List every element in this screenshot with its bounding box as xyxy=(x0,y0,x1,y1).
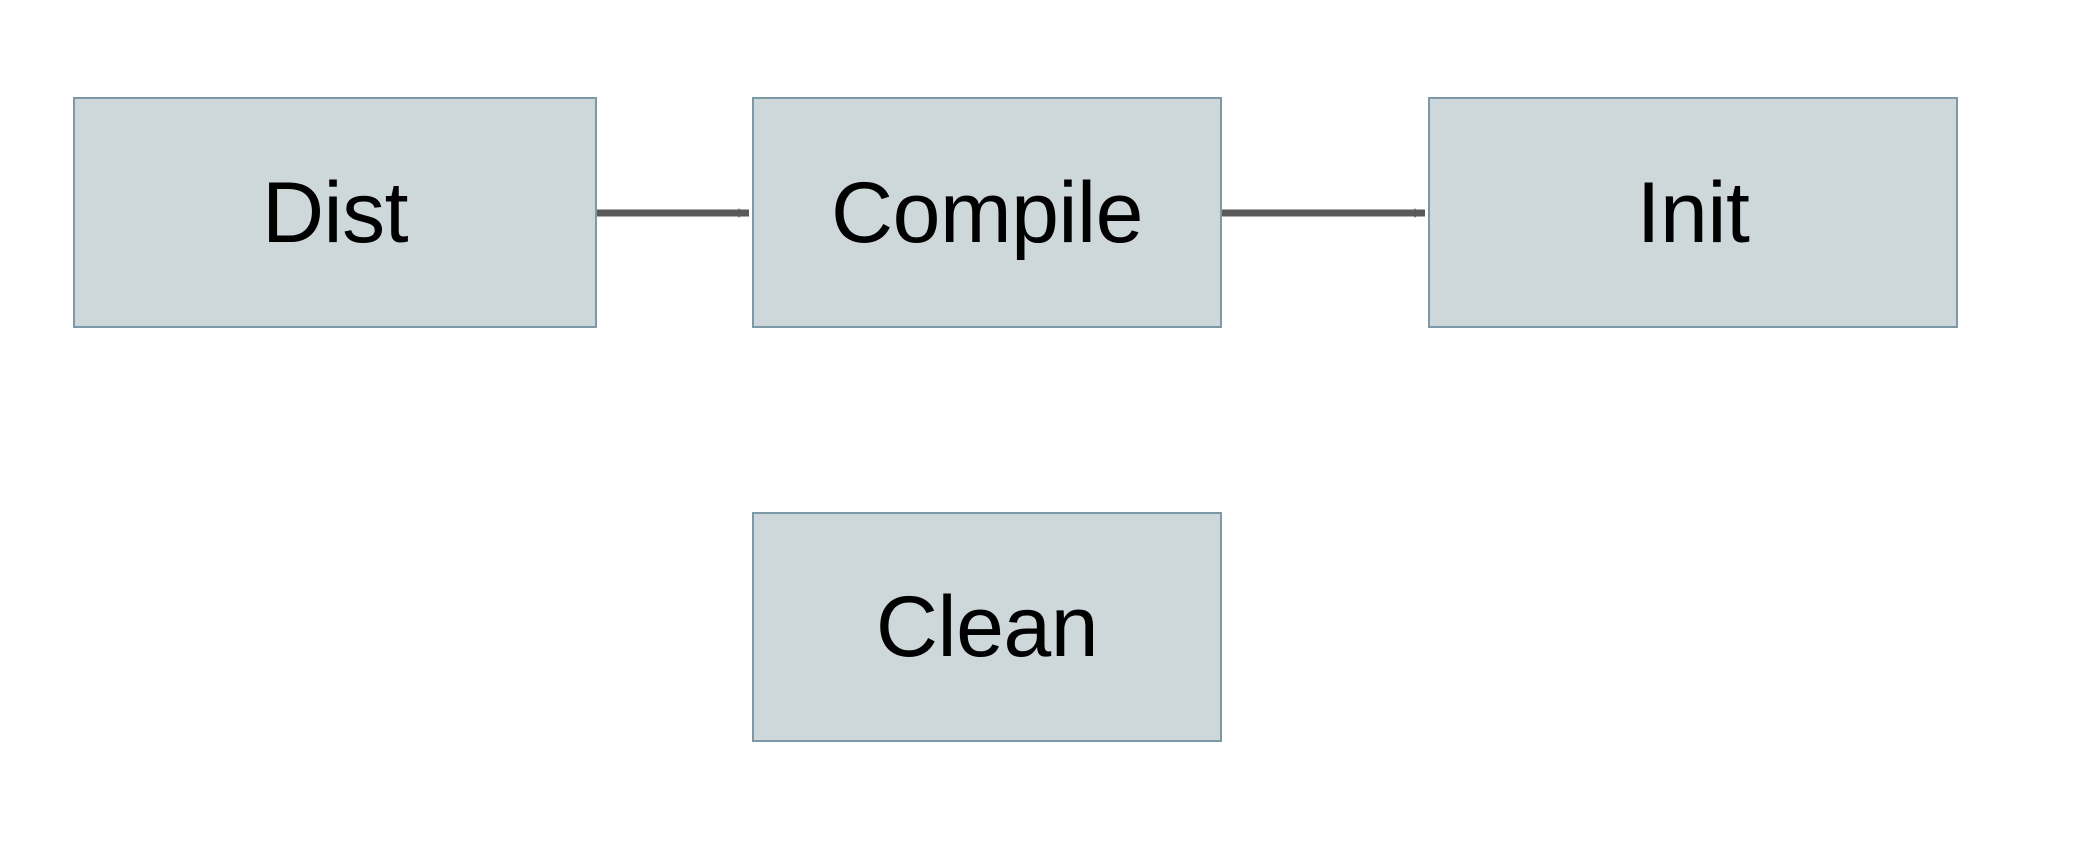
node-clean[interactable]: Clean xyxy=(752,512,1222,742)
node-label: Clean xyxy=(875,579,1099,675)
node-compile[interactable]: Compile xyxy=(752,97,1222,328)
node-dist[interactable]: Dist xyxy=(73,97,597,328)
node-label: Compile xyxy=(831,164,1143,261)
node-label: Init xyxy=(1636,164,1750,261)
node-init[interactable]: Init xyxy=(1428,97,1958,328)
node-label: Dist xyxy=(261,164,409,261)
